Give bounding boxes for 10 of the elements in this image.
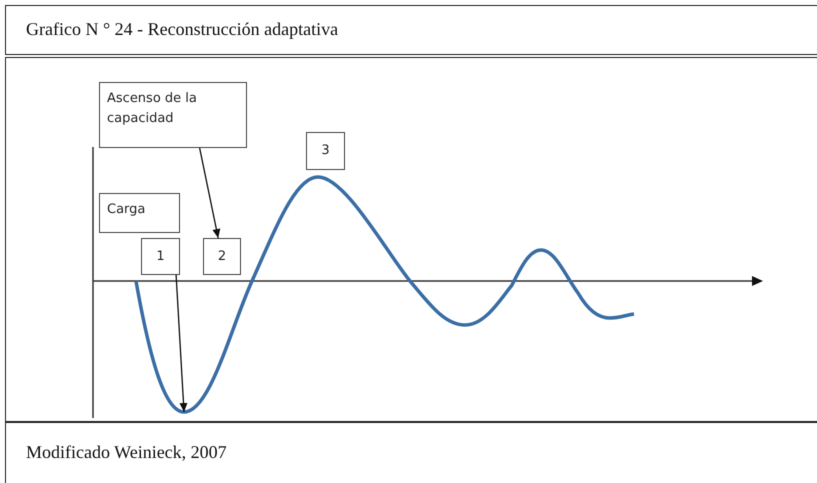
callout-number: 3 xyxy=(306,132,345,170)
callout-number: 1 xyxy=(141,238,180,275)
title: Grafico N ° 24 - Reconstrucción adaptativa xyxy=(26,19,338,40)
arrow xyxy=(175,274,188,412)
arrow xyxy=(199,148,220,238)
caption: Modificado Weinieck, 2007 xyxy=(26,442,227,463)
callout-number: 2 xyxy=(203,238,241,275)
curve-dip xyxy=(134,280,254,414)
label-box: Carga xyxy=(99,193,180,233)
note-box: Ascenso de la capacidad xyxy=(99,82,247,148)
